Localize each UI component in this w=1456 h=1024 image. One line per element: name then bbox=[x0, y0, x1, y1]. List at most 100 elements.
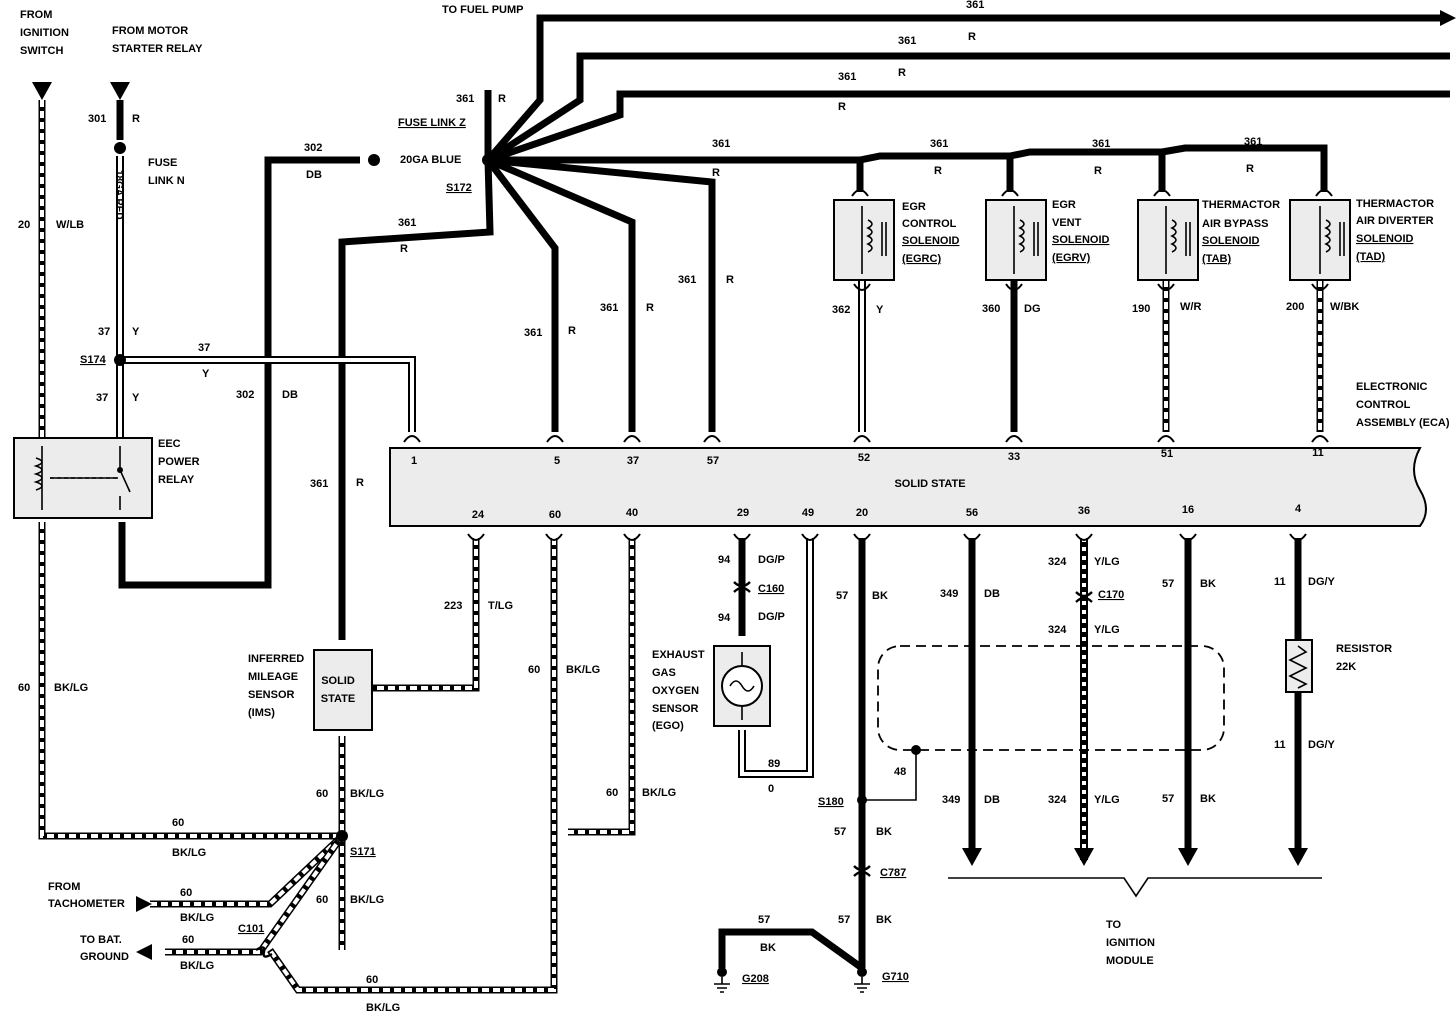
wire-label: 361 bbox=[524, 327, 542, 339]
splice-s172-dot bbox=[482, 154, 494, 166]
wire-label: BK/LG bbox=[180, 960, 214, 972]
wire-label: R bbox=[726, 274, 734, 286]
wire-label: BK/LG bbox=[642, 787, 676, 799]
ground-g710-symbol bbox=[854, 967, 870, 993]
wire-361-top-3 bbox=[486, 90, 1450, 164]
shielded-cable bbox=[877, 645, 1225, 751]
eca-pin-52: 52 bbox=[858, 452, 870, 464]
wire-label: 361 bbox=[838, 71, 856, 83]
wire-label: 302 bbox=[304, 142, 322, 154]
eca-pin-36: 36 bbox=[1078, 505, 1090, 517]
wire-label: 361 bbox=[930, 138, 948, 150]
wire-label: 361 bbox=[398, 217, 416, 229]
starter-relay-arrow bbox=[110, 82, 130, 100]
wire-label: BK bbox=[1200, 578, 1216, 590]
ims-inner-solid: SOLID bbox=[321, 675, 355, 687]
label-from-ignition-switch-1: FROM bbox=[20, 9, 52, 21]
wire-labels: 361 361 R 361 R R 361 R 301 R 302 DB 361… bbox=[18, 0, 1359, 1014]
label-to-fuel-pump: TO FUEL PUMP bbox=[442, 4, 524, 16]
label-ego-5: (EGO) bbox=[652, 720, 684, 732]
label-egrc-4: (EGRC) bbox=[902, 253, 941, 265]
label-egrv-4: (EGRV) bbox=[1052, 252, 1091, 264]
ignition-arrow-349 bbox=[962, 848, 982, 866]
label-to-ign-2: IGNITION bbox=[1106, 937, 1155, 949]
thermactor-air-bypass-solenoid bbox=[1137, 199, 1199, 281]
label-18ga-red: 18GA RED bbox=[113, 170, 124, 220]
splice-s180-dot bbox=[857, 795, 867, 805]
label-ego-3: OXYGEN bbox=[652, 685, 699, 697]
wire-361-bus-seg3 bbox=[1009, 148, 1166, 192]
eca-bottom-pins bbox=[467, 533, 1307, 541]
wire-361-ims bbox=[338, 159, 494, 640]
wire-label: BK bbox=[760, 942, 776, 954]
wire-label: 361 bbox=[310, 478, 328, 490]
wire-label: BK bbox=[876, 826, 892, 838]
egr-control-solenoid bbox=[833, 199, 895, 281]
wire-label: R bbox=[838, 101, 846, 113]
wire-label: W/R bbox=[1180, 301, 1201, 313]
splice-s171-dot bbox=[336, 830, 348, 842]
wire-label: DB bbox=[984, 588, 1000, 600]
egr-vent-solenoid bbox=[985, 199, 1047, 281]
label-from-ignition-switch-2: IGNITION bbox=[20, 27, 69, 39]
wire-label: 60 bbox=[182, 934, 194, 946]
eca-pin-numbers: 1 5 37 57 52 33 51 11 24 60 40 29 49 20 … bbox=[411, 447, 1324, 521]
fuel-pump-arrow-1 bbox=[1440, 10, 1456, 26]
wire-label: 60 bbox=[528, 664, 540, 676]
wire-48 bbox=[862, 750, 917, 801]
wires bbox=[38, 14, 1450, 994]
ground-g208-symbol bbox=[714, 967, 730, 993]
wire-label: 57 bbox=[1162, 793, 1174, 805]
label-tad-3: SOLENOID bbox=[1356, 233, 1414, 245]
wire-label: Y/LG bbox=[1094, 556, 1120, 568]
wire-label: 94 bbox=[718, 612, 731, 624]
wire-label: R bbox=[1246, 163, 1254, 175]
eca-module: SOLID STATE bbox=[389, 447, 1427, 527]
wire-label: BK/LG bbox=[172, 847, 206, 859]
label-fuse-link-n-2: LINK N bbox=[148, 175, 185, 187]
label-from-ignition-switch-3: SWITCH bbox=[20, 45, 63, 57]
label-from-motor: FROM MOTOR bbox=[112, 25, 188, 37]
wire-label: T/LG bbox=[488, 600, 513, 612]
wire-label: 361 bbox=[898, 35, 916, 47]
label-c170: C170 bbox=[1098, 589, 1124, 601]
wire-label: DB bbox=[306, 169, 322, 181]
wire-label: W/LB bbox=[56, 219, 84, 231]
wire-label: 362 bbox=[832, 304, 850, 316]
label-resistor: RESISTOR bbox=[1336, 643, 1392, 655]
wire-label: R bbox=[568, 325, 576, 337]
wire-label: 302 bbox=[236, 389, 254, 401]
wire-label: R bbox=[934, 165, 942, 177]
wire-label: DB bbox=[984, 794, 1000, 806]
wire-label: DG bbox=[1024, 303, 1041, 315]
label-s180: S180 bbox=[818, 796, 844, 808]
wire-label: BK/LG bbox=[350, 894, 384, 906]
wire-label: BK/LG bbox=[180, 912, 214, 924]
label-ims-4: (IMS) bbox=[248, 707, 275, 719]
wire-label: 60 bbox=[606, 787, 618, 799]
wire-label: 60 bbox=[366, 974, 378, 986]
label-ego-2: GAS bbox=[652, 667, 676, 679]
eca-pin-51: 51 bbox=[1161, 448, 1173, 460]
wire-361-top-1 bbox=[485, 14, 1440, 163]
wire-label: Y bbox=[132, 326, 140, 338]
wire-label: 57 bbox=[1162, 578, 1174, 590]
label-starter-relay: STARTER RELAY bbox=[112, 43, 203, 55]
wire-label: 324 bbox=[1048, 556, 1067, 568]
wire-label: R bbox=[132, 113, 140, 125]
eca-pin-1: 1 bbox=[411, 455, 417, 467]
wire-label: 190 bbox=[1132, 303, 1150, 315]
label-c101: C101 bbox=[238, 923, 264, 935]
exhaust-gas-oxygen-sensor bbox=[713, 645, 771, 727]
wire-label: 360 bbox=[982, 303, 1000, 315]
wire-label: 324 bbox=[1048, 794, 1067, 806]
label-eca-3: ASSEMBLY (ECA) bbox=[1356, 417, 1450, 429]
ims-inner-state: STATE bbox=[321, 693, 355, 705]
label-egrc-1: EGR bbox=[902, 201, 926, 213]
label-to-ign-3: MODULE bbox=[1106, 955, 1154, 967]
label-to-bat-1: TO BAT. bbox=[80, 934, 122, 946]
eca-pin-37: 37 bbox=[627, 455, 639, 467]
relay-contact-dot bbox=[117, 467, 123, 473]
eca-pin-57: 57 bbox=[707, 455, 719, 467]
eca-top-pins bbox=[403, 435, 1329, 443]
